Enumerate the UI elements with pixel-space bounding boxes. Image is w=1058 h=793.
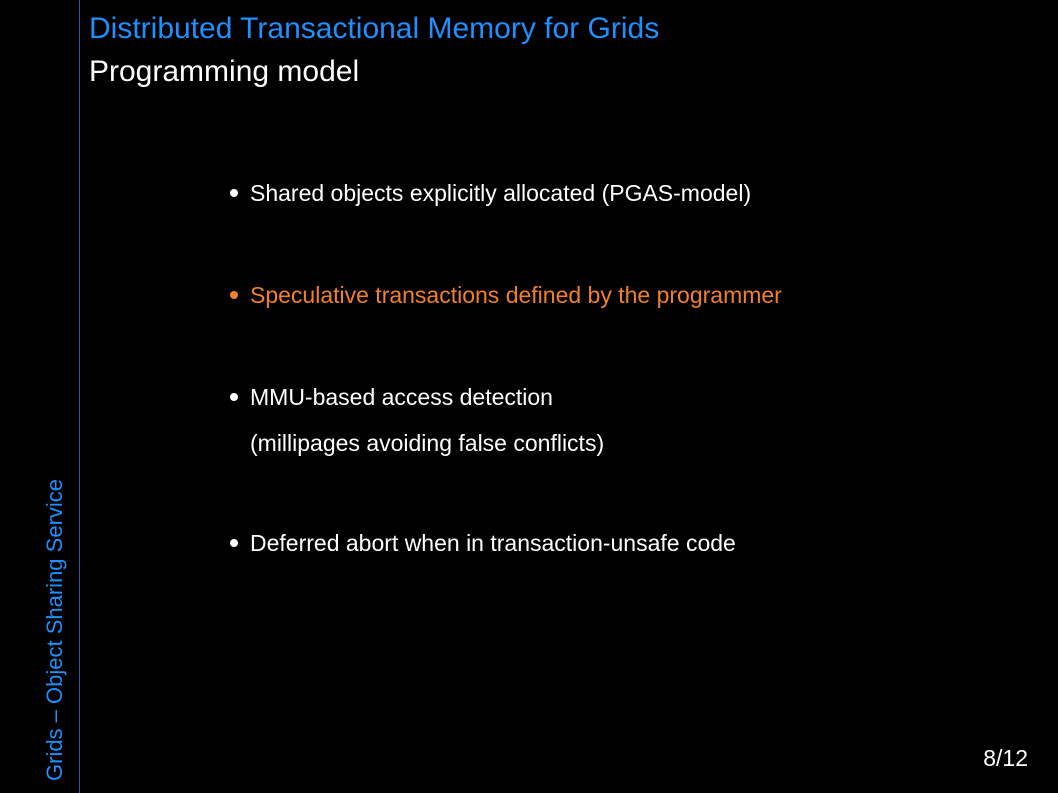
sidebar-label: Grids – Object Sharing Service [42,478,67,781]
slide-title: Distributed Transactional Memory for Gri… [89,12,660,45]
bullet-text-continuation: (millipages avoiding false conflicts) [250,430,605,456]
bullet-text: Shared objects explicitly allocated (PGA… [250,180,752,206]
page-number: 8/12 [983,745,1028,771]
bullet-item: MMU-based access detection (millipages a… [230,374,1020,466]
bullet-text: Deferred abort when in transaction-unsaf… [250,530,736,556]
bullet-text: MMU-based access detection [250,384,553,410]
bullet-item: Shared objects explicitly allocated (PGA… [230,170,1020,216]
bullet-text: Speculative transactions defined by the … [250,282,782,308]
bullet-item-highlighted: Speculative transactions defined by the … [230,272,1020,318]
bullet-dot-icon [230,291,238,299]
slide-subtitle: Programming model [89,55,360,88]
sidebar-divider [79,0,80,793]
sidebar: Grids – Object Sharing Service [0,0,80,793]
bullet-dot-icon [230,189,238,197]
bullet-item: Deferred abort when in transaction-unsaf… [230,520,1020,566]
bullet-list: Shared objects explicitly allocated (PGA… [230,170,1020,566]
bullet-dot-icon [230,539,238,547]
bullet-dot-icon [230,393,238,401]
